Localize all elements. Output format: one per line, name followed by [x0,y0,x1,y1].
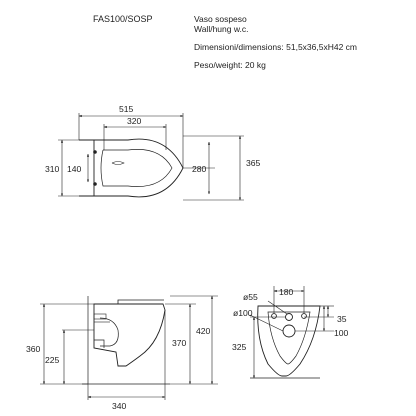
rear-view-bowl-outline [257,305,321,377]
side-view-seat-line [117,299,164,304]
label-100: 100 [334,328,349,338]
top-view-labels: 515 320 310 140 280 365 [45,104,261,174]
top-view-fixing-hole-top [93,150,97,154]
top-view-inner-rim [100,149,173,187]
top-view [79,138,184,198]
label-140: 140 [67,164,82,174]
label-280: 280 [192,164,207,174]
side-view-labels: 360 225 370 420 340 [26,326,211,411]
rear-view-hole-left [271,313,277,319]
rear-view-labels: ø55 180 ø100 35 100 325 [232,287,349,352]
rear-view [250,305,321,379]
rear-view-hole-right [301,313,307,319]
label-100-diam: ø100 [233,308,253,318]
label-225: 225 [45,355,60,365]
product-weight: Peso/weight: 20 kg [194,60,266,70]
label-420: 420 [196,326,211,336]
product-dimensions: Dimensioni/dimensions: 51,5x36,5xH42 cm [194,42,357,52]
label-180: 180 [279,287,294,297]
top-view-bowl-outline [94,138,184,198]
label-325: 325 [232,342,247,352]
side-view-bowl-outline [93,303,166,367]
top-view-dimensions [58,113,244,201]
side-view-trap [99,317,119,347]
label-55: ø55 [243,292,258,302]
rear-view-dimensions [249,286,334,379]
label-320: 320 [127,116,142,126]
side-view-outlet [94,339,105,348]
rear-view-inlet [285,313,293,321]
side-view-dimensions [40,295,218,400]
rear-view-outlet [282,324,296,338]
label-35: 35 [337,314,347,324]
side-view-inlet [93,313,107,320]
label-360: 360 [26,344,41,354]
leader-100 [249,314,284,332]
label-310: 310 [45,164,60,174]
top-view-fixing-hole-bottom [93,182,97,186]
product-name-it: Vaso sospeso [194,14,247,24]
top-view-flush-inlet [111,161,125,165]
label-370: 370 [172,338,187,348]
leader-55 [267,300,288,315]
side-view [82,296,170,385]
product-code: FAS100/SOSP [93,14,153,24]
label-365: 365 [246,158,261,168]
top-view-back-block [79,139,95,197]
label-340: 340 [112,401,127,411]
rear-view-inner-cavity [267,311,311,365]
product-name-en: Wall/hung w.c. [194,24,249,34]
label-515: 515 [119,104,134,114]
